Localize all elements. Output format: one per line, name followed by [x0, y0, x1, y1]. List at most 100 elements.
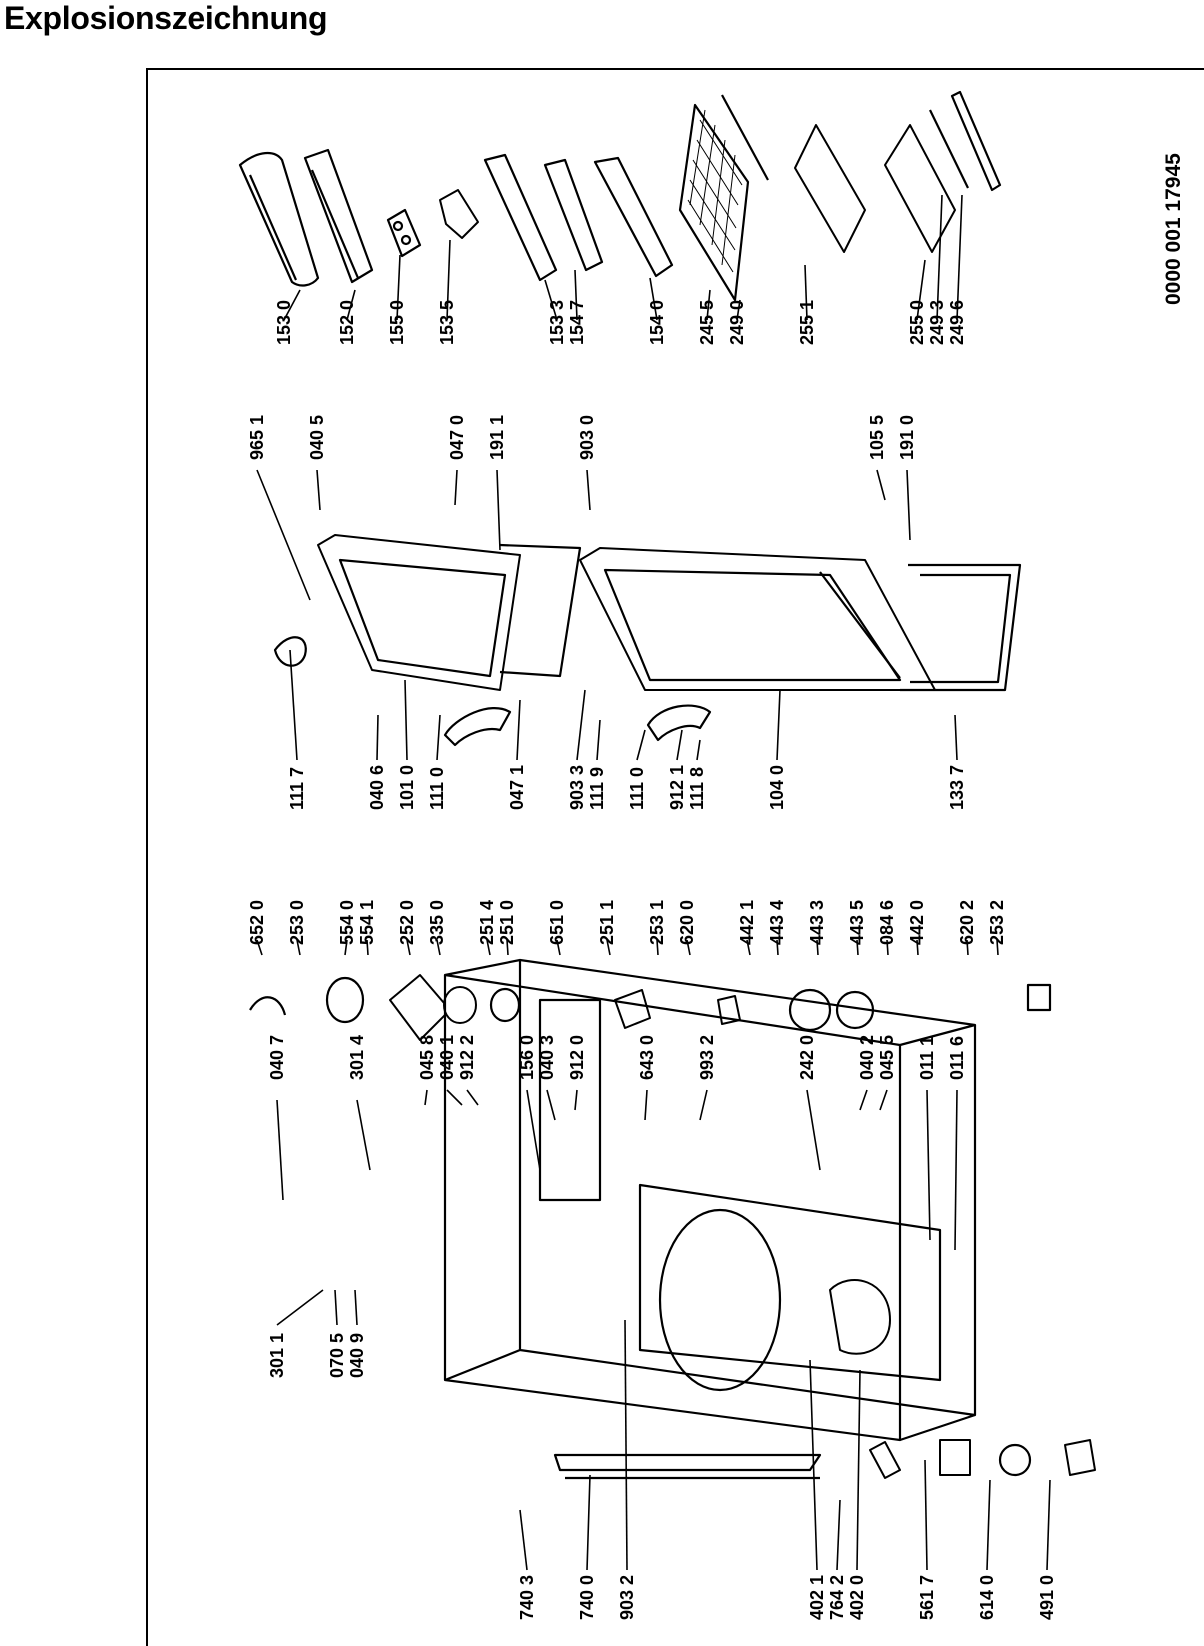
- leader-line: [466, 1089, 479, 1106]
- part-number-label: 155 0: [387, 300, 407, 345]
- leader-line: [296, 939, 301, 956]
- leader-line: [776, 939, 779, 956]
- leader-line: [574, 1089, 578, 1111]
- part-number-label: 561 7: [917, 1575, 937, 1620]
- part-number-label: 111 8: [687, 767, 707, 810]
- leader-line: [596, 719, 601, 761]
- leader-line: [859, 1089, 868, 1111]
- part-number-label: 255 1: [797, 300, 817, 345]
- part-number-label: 133 7: [947, 765, 967, 810]
- leader-line: [276, 1099, 284, 1201]
- leader-line: [886, 939, 889, 956]
- part-number-label: 965 1: [247, 415, 267, 460]
- part-number-label: 047 1: [507, 765, 527, 810]
- part-number-label: 047 0: [447, 415, 467, 460]
- leader-line: [496, 469, 501, 551]
- part-number-label: 491 0: [1037, 1575, 1057, 1620]
- part-number-label: 443 5: [847, 900, 867, 945]
- leader-line: [406, 939, 411, 956]
- part-number-label: 253 2: [987, 900, 1007, 945]
- leader-line: [804, 264, 808, 321]
- leader-line: [404, 679, 408, 761]
- leader-line: [776, 689, 781, 761]
- leader-line: [316, 469, 321, 511]
- leader-line: [686, 939, 691, 956]
- leader-line: [636, 729, 646, 761]
- part-number-label: 993 2: [697, 1035, 717, 1080]
- leader-line: [879, 1089, 888, 1111]
- part-number-label: 154 7: [567, 300, 587, 345]
- leader-line: [366, 939, 369, 956]
- leader-line: [436, 714, 441, 761]
- part-number-label: 903 3: [567, 765, 587, 810]
- leader-line: [924, 1459, 928, 1571]
- leader-line: [916, 259, 926, 321]
- leader-line: [916, 939, 919, 956]
- part-number-label: 152 0: [337, 300, 357, 345]
- leader-line: [446, 1089, 463, 1106]
- leader-line: [656, 939, 659, 956]
- part-number-label: 252 0: [397, 900, 417, 945]
- leader-line: [544, 279, 558, 321]
- part-number-label: 249 3: [927, 300, 947, 345]
- part-number-label: 740 3: [517, 1575, 537, 1620]
- leader-line: [396, 254, 401, 321]
- part-number-label: 251 1: [597, 900, 617, 945]
- leader-line: [876, 469, 886, 501]
- part-number-label: 111 9: [587, 767, 607, 810]
- part-number-label: 040 5: [307, 415, 327, 460]
- leader-line: [576, 689, 586, 761]
- leader-line: [556, 939, 561, 956]
- part-number-label: 620 0: [677, 900, 697, 945]
- part-number-label: 554 0: [337, 900, 357, 945]
- doors: [273, 534, 1022, 747]
- part-number-label: 154 0: [647, 300, 667, 345]
- leader-line: [956, 194, 963, 321]
- part-number-label: 251 0: [497, 900, 517, 945]
- part-number-label: 040 3: [537, 1035, 557, 1080]
- leader-line: [954, 1089, 958, 1251]
- part-number-label: 111 0: [627, 767, 647, 810]
- leader-line: [816, 939, 819, 956]
- leader-line: [856, 1369, 861, 1571]
- leader-line: [446, 239, 451, 321]
- part-number-label: 191 1: [487, 415, 507, 460]
- page-title: Explosionszeichnung: [4, 0, 328, 36]
- leader-line: [506, 939, 509, 956]
- part-number-label: 153 3: [547, 300, 567, 345]
- part-number-label: 740 0: [577, 1575, 597, 1620]
- part-number-label: 402 1: [807, 1575, 827, 1620]
- leader-line: [516, 699, 521, 761]
- part-number-label: 764 2: [827, 1575, 847, 1620]
- cabinet-body: [443, 958, 977, 1479]
- part-number-label: 903 2: [617, 1575, 637, 1620]
- leader-line: [283, 289, 301, 321]
- part-number-label: 442 1: [737, 900, 757, 945]
- part-number-label: 620 2: [957, 900, 977, 945]
- part-number-label: 040 9: [347, 1333, 367, 1378]
- leader-line: [436, 939, 441, 956]
- part-number-label: 253 1: [647, 900, 667, 945]
- part-number-label: 651 0: [547, 900, 567, 945]
- leader-line: [586, 1474, 591, 1571]
- leader-line: [519, 1509, 528, 1571]
- leader-line: [526, 1089, 541, 1171]
- leader-line: [986, 1479, 991, 1571]
- part-number-label: 105 5: [867, 415, 887, 460]
- leader-line: [699, 1089, 708, 1121]
- leader-line: [606, 939, 611, 956]
- leader-line: [289, 649, 298, 761]
- part-number-label: 011 1: [917, 1036, 937, 1080]
- part-number-label: 040 7: [267, 1035, 287, 1080]
- door-bins-and-shelves: [238, 90, 1002, 302]
- part-number-label: 104 0: [767, 765, 787, 810]
- document-number: 0000 001 17945: [1162, 153, 1185, 305]
- leader-line: [454, 469, 458, 506]
- part-number-label: 643 0: [637, 1035, 657, 1080]
- part-number-label: 402 0: [847, 1575, 867, 1620]
- part-number-label: 912 1: [667, 765, 687, 810]
- part-number-label: 040 6: [367, 765, 387, 810]
- small-parts: [249, 974, 1052, 1041]
- leader-line: [696, 739, 701, 761]
